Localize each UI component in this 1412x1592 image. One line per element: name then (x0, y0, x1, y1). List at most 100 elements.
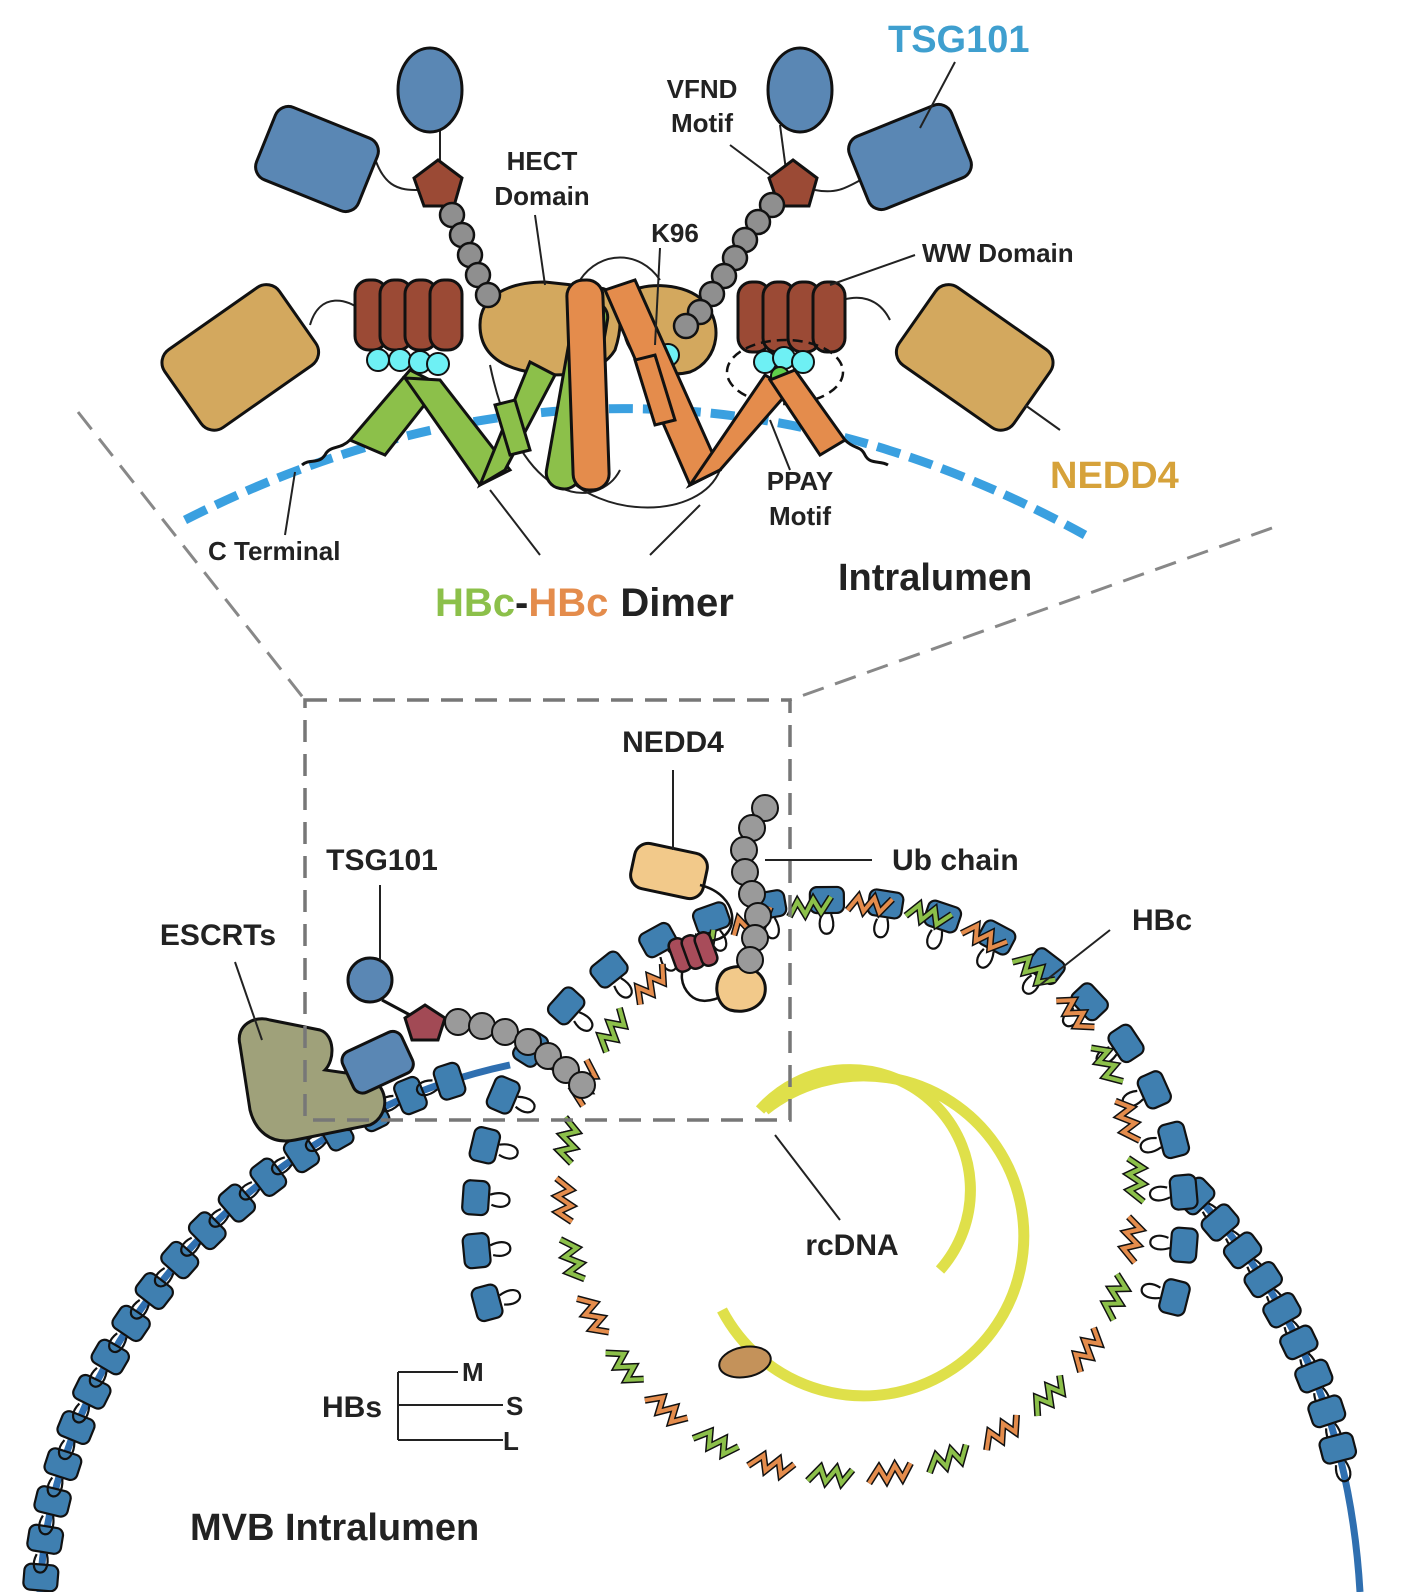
hbc-zigzag (1072, 1327, 1103, 1373)
hbs-unit (208, 1183, 257, 1228)
bottom-panel: NEDD4 Ub chain TSG101 ESCRTs HBc rcDNA H… (22, 698, 1364, 1592)
rcdna-inner-strand (755, 1064, 976, 1274)
hbs-unit (26, 1523, 65, 1574)
label-mvb-intralumen: MVB Intralumen (190, 1507, 479, 1549)
ub-chain-left (438, 201, 502, 309)
label-tsg101-bottom: TSG101 (326, 844, 438, 877)
hbs-unit (43, 1447, 83, 1498)
hbs-unit (470, 1283, 522, 1323)
tsg101-domain-right (847, 102, 973, 212)
tsg101-head-left (396, 46, 464, 134)
hbc-zigzag (1124, 1156, 1148, 1204)
hbs-unit (1139, 1120, 1191, 1160)
hbc-zigzag (559, 1237, 586, 1281)
hbc-zigzag (787, 895, 833, 919)
label-hbs-l: L (503, 1426, 519, 1456)
hbs-unit (808, 885, 846, 935)
hbc-zigzag (597, 1007, 628, 1053)
label-hect-line2: Domain (494, 181, 589, 211)
label-ppay-line2: Motif (769, 501, 831, 531)
tsg101-domain-left (254, 104, 380, 214)
label-escrts: ESCRTs (160, 919, 276, 952)
hbs-unit (461, 1179, 511, 1217)
zoom-line-right (789, 526, 1273, 702)
hbc-zigzag (1119, 1215, 1145, 1264)
label-hbs-m: M (462, 1357, 484, 1387)
hbc-zigzag (1056, 998, 1095, 1029)
hbs-unit (866, 888, 905, 939)
label-nedd4-top: NEDD4 (1050, 455, 1179, 497)
label-dimer-hbc-b: HBc (528, 581, 608, 625)
label-vfnd-line2: Motif (671, 108, 733, 138)
label-hbc: HBc (1132, 904, 1192, 937)
bottom-leader-lines (234, 770, 1111, 1221)
zoom-box (303, 698, 792, 1122)
hbs-unit (546, 986, 594, 1032)
hbs-unit (153, 1240, 200, 1288)
tsg101-head-bottom (346, 956, 394, 1004)
hbs-unit (638, 921, 678, 972)
hbs-unit (180, 1211, 227, 1257)
hbc-zigzag (555, 1116, 581, 1165)
label-ppay-line1: PPAY (767, 466, 834, 496)
vfnd-motif-left (412, 158, 464, 208)
hect-domain-bottom (715, 965, 767, 1013)
hbc-zigzag (605, 1351, 644, 1382)
label-ww-domain: WW Domain (922, 238, 1074, 268)
hbc-zigzag (806, 1463, 855, 1488)
hbs-unit (129, 1272, 174, 1320)
hbc-zigzag (1011, 955, 1056, 986)
polymerase (718, 1345, 772, 1379)
hbc-zigzag (552, 1176, 576, 1224)
binding-residues-left (366, 348, 450, 376)
hbs-unit (1148, 1173, 1199, 1211)
tsg101-domain-bottom (340, 1029, 415, 1095)
hbs-unit (238, 1157, 288, 1201)
label-vfnd-line1: VFND (667, 74, 738, 104)
label-dimer-hbc-a: HBc (435, 581, 515, 625)
hbc-zigzag (927, 1444, 969, 1474)
ub-chain-right (672, 191, 786, 340)
hbs-unit (485, 1075, 536, 1115)
hbs-proteins-right-membrane (1176, 1176, 1358, 1483)
hbc-zigzag (692, 1428, 740, 1458)
hbs-unit (468, 1126, 519, 1165)
ww-domain-left (353, 278, 464, 352)
label-hbs-s: S (506, 1391, 523, 1421)
c-terminal-tail-right (843, 438, 889, 467)
label-intralumen: Intralumen (838, 557, 1032, 599)
hbs-unit (1121, 1070, 1172, 1110)
label-c-terminal: C Terminal (208, 536, 340, 566)
hbs-unit (88, 1338, 131, 1388)
c-terminal-tail-left (301, 438, 352, 467)
top-leader-lines (284, 61, 1061, 556)
hbs-proteins-left-membrane (22, 1061, 467, 1592)
mvb-membrane-right (1187, 1187, 1364, 1592)
nedd4-domain-left (160, 283, 321, 432)
hbc-zigzag (1114, 1099, 1141, 1143)
hbs-unit (108, 1304, 151, 1354)
hbs-unit (1318, 1431, 1358, 1483)
hbc-zigzag (904, 901, 954, 929)
label-dimer-dash: - (515, 581, 528, 625)
label-k96: K96 (651, 218, 699, 248)
hbc-zigzag (746, 1451, 796, 1479)
hbc-dimer-orange (565, 278, 848, 492)
hbs-unit (1140, 1278, 1191, 1317)
label-ub-chain: Ub chain (892, 844, 1019, 877)
vfnd-motif-right (767, 158, 819, 208)
ww-domain-right (736, 280, 847, 354)
ww-domain-bottom (667, 931, 719, 973)
hbc-zigzag (960, 922, 1008, 952)
hbc-zigzag (984, 1414, 1019, 1451)
label-nedd4-bottom: NEDD4 (622, 726, 724, 759)
label-tsg101-top: TSG101 (888, 19, 1030, 61)
ub-chain-bottom-nedd4 (730, 794, 779, 974)
hbs-unit (461, 1232, 512, 1270)
hbs-unit (589, 950, 633, 999)
tsg101-linker-bottom (381, 998, 411, 1017)
label-hbs: HBs (322, 1391, 382, 1424)
hbs-unit (1149, 1226, 1199, 1264)
